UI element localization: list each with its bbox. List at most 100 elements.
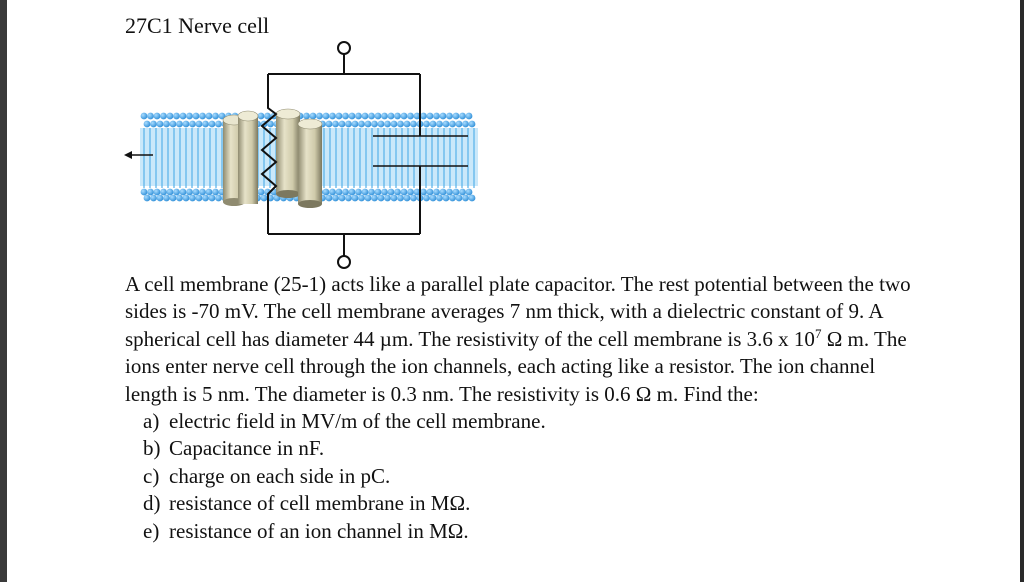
lipid-head [449,120,456,128]
lipid-head [140,188,148,196]
lipid-head [309,112,317,120]
lipid-head [410,120,417,128]
lipid-head [215,194,222,202]
lipid-head [153,112,161,120]
lipid-head [384,120,391,128]
lipid-head [186,112,193,120]
lipid-head [150,120,157,128]
lipid-head [423,194,430,202]
lipid-head [368,112,375,120]
lipid-head [465,188,473,196]
lipid-head [400,188,408,196]
lipid-head [342,112,349,120]
lipid-head [364,120,372,128]
lipid-head [394,112,401,120]
lipid-head [325,194,333,202]
lipid-head [257,188,265,196]
lipid-head [361,188,369,196]
lipid-head [387,112,395,120]
lipid-head [361,112,369,120]
lipid-head [420,112,427,120]
lipid-head [439,188,447,196]
lipid-head [381,112,388,120]
problem-title: 27C1 Nerve cell [125,13,270,38]
lipid-head [332,194,339,202]
lipid-head [215,120,222,128]
lipid-head [338,194,346,202]
left-window-edge [0,0,7,582]
lipid-head [433,112,440,120]
lipid-head [260,194,268,202]
lipid-head [355,112,362,120]
lipid-head [397,120,404,128]
lipid-head [455,194,463,202]
lipid-head [446,188,453,196]
lipid-head [468,194,476,202]
lipid-head [212,188,219,196]
lipid-head [202,194,209,202]
lipid-head [335,112,343,120]
lipid-head [173,112,180,120]
lipid-head [166,112,174,120]
lipid-head [218,112,226,120]
lipid-head [348,188,356,196]
lipid-head [364,194,372,202]
lipid-head [384,194,391,202]
lipid-head [160,112,167,120]
lipid-head [329,188,336,196]
lipid-head [351,194,359,202]
lipid-head [446,112,453,120]
lipid-head [465,112,473,120]
lipid-head [436,120,443,128]
lipid-head [316,112,323,120]
lipid-head [143,120,151,128]
lipid-head [176,194,183,202]
question-item: e)resistance of an ion channel in MΩ. [143,518,469,543]
lipid-head [351,120,359,128]
lipid-head [335,188,343,196]
lipid-head [143,194,151,202]
lipid-head [413,112,421,120]
lipid-head [202,120,209,128]
lipid-head [169,194,177,202]
lipid-head [407,188,414,196]
lipid-head [267,120,274,128]
lipid-head [377,120,385,128]
lipid-head [403,194,411,202]
lipid-head [147,188,154,196]
circuit-wiring [260,41,468,269]
lipid-head [439,112,447,120]
lipid-head [410,194,417,202]
lipid-head [390,194,398,202]
lipid-head [452,112,460,120]
lipid-head [163,194,170,202]
lipid-head [257,112,265,120]
lipid-head [156,194,164,202]
lipid-head [433,188,440,196]
lipid-head [413,188,421,196]
lipid-head [462,194,469,202]
lipid-head [345,194,352,202]
lipid-head [153,188,161,196]
lipid-head [426,188,434,196]
lipid-head [182,194,190,202]
lipid-head [192,188,200,196]
lipid-head [332,120,339,128]
lipid-head [195,194,203,202]
lipid-head [429,120,437,128]
lipid-head [173,188,180,196]
lipid-head [303,112,310,120]
question-item: d)resistance of cell membrane in MΩ. [143,491,471,516]
lipid-head [449,194,456,202]
lipid-head [371,194,378,202]
lipid-head [390,120,398,128]
lipid-head [150,194,157,202]
lipid-head [264,112,271,120]
lipid-head [459,188,466,196]
lipid-head [205,112,213,120]
lipid-head [176,120,183,128]
lipid-head [160,188,167,196]
question-item: c)charge on each side in pC. [143,463,391,488]
resistor-symbol [260,100,278,234]
left-arrow [124,151,153,159]
